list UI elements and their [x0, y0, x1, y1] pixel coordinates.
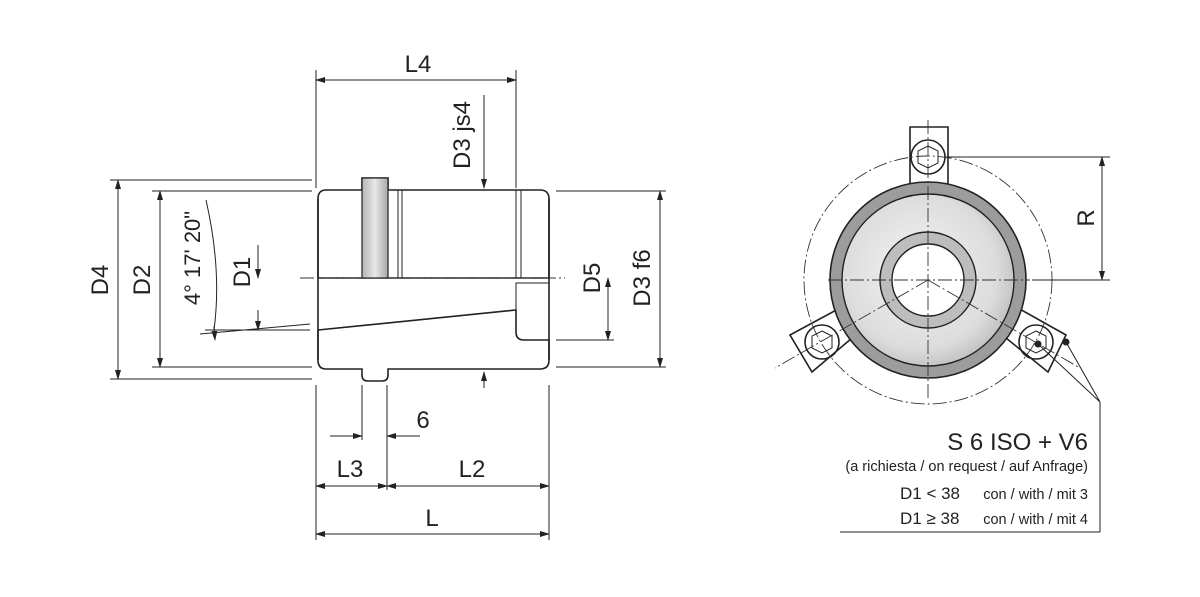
dim-D4: D4 [87, 265, 114, 296]
dim-L2: L2 [459, 456, 486, 483]
section-hatch [317, 309, 550, 382]
dim-D5: D5 [579, 263, 606, 294]
dim-angle: 4° 17' 20" [180, 211, 205, 305]
body-upper [317, 177, 550, 279]
dim-D3-js4: D3 js4 [449, 101, 476, 169]
dim-L: L [425, 505, 438, 532]
note-line1-suffix: con / with / mit 3 [983, 487, 1088, 503]
note-line2-prefix: D1 ≥ 38 [900, 509, 959, 528]
side-view: L4 D3 js4 D4 D2 4° 17' 20" D1 D5 D3 f6 6 [87, 51, 666, 540]
dim-6: 6 [416, 407, 429, 434]
note-line2-suffix: con / with / mit 4 [983, 512, 1088, 528]
note-line1-prefix: D1 < 38 [900, 484, 960, 503]
note-block: S 6 ISO + V6 (a richiesta / on request /… [845, 429, 1088, 528]
dim-D3-f6: D3 f6 [629, 249, 656, 306]
dim-L3: L3 [337, 456, 364, 483]
dim-D2: D2 [129, 265, 156, 296]
dim-D1: D1 [229, 257, 256, 288]
bore [317, 277, 550, 331]
dim-R: R [1073, 209, 1100, 226]
dim-L4: L4 [405, 51, 432, 78]
key-groove [361, 177, 389, 279]
note-title: S 6 ISO + V6 [947, 429, 1088, 456]
note-subtitle: (a richiesta / on request / auf Anfrage) [845, 459, 1088, 475]
front-view: R [774, 120, 1110, 533]
